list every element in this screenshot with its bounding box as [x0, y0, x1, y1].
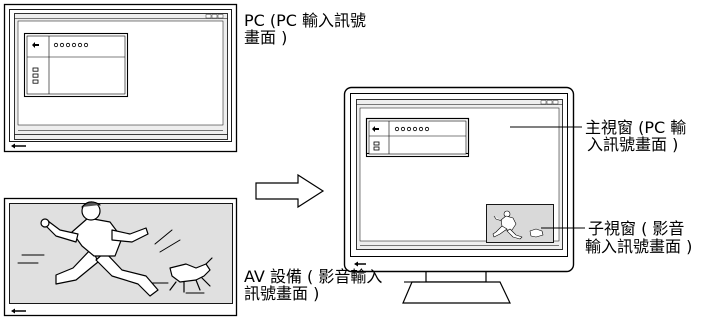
av-screen	[3, 197, 238, 317]
monitor-app-window	[365, 117, 470, 158]
av-label-line2: 訊號畫面 )	[244, 284, 320, 303]
power-indicator-icon	[11, 143, 26, 149]
file-list-icons	[32, 67, 39, 84]
power-indicator-icon	[11, 308, 26, 314]
pc-label-line2: 畫面 )	[244, 28, 288, 47]
running-man-illustration	[17, 201, 213, 297]
back-arrow-icon	[32, 42, 39, 48]
power-indicator-icon	[354, 261, 366, 267]
back-arrow-icon	[372, 126, 379, 132]
pip-sub-window	[486, 204, 554, 243]
sub-window-label-line1: 子視窗 ( 影音	[588, 219, 685, 238]
sub-window-label-line2: 輸入訊號畫面 )	[585, 237, 693, 256]
pc-app-window	[23, 32, 129, 98]
monitor	[343, 86, 575, 304]
file-list-icons	[373, 141, 380, 151]
toolbar-icons	[53, 42, 89, 48]
leader-lines	[404, 126, 585, 283]
pc-screen	[3, 3, 238, 153]
toolbar-icons	[394, 126, 430, 132]
av-label-line1: AV 設備 ( 影音輸入	[244, 267, 383, 286]
main-window-label-line1: 主視窗 (PC 輸	[585, 118, 687, 137]
right-outline-arrow-icon	[255, 173, 325, 209]
pc-label-line1: PC (PC 輸入訊號	[244, 11, 367, 30]
main-window-label-line2: 入訊號畫面 )	[587, 135, 679, 154]
